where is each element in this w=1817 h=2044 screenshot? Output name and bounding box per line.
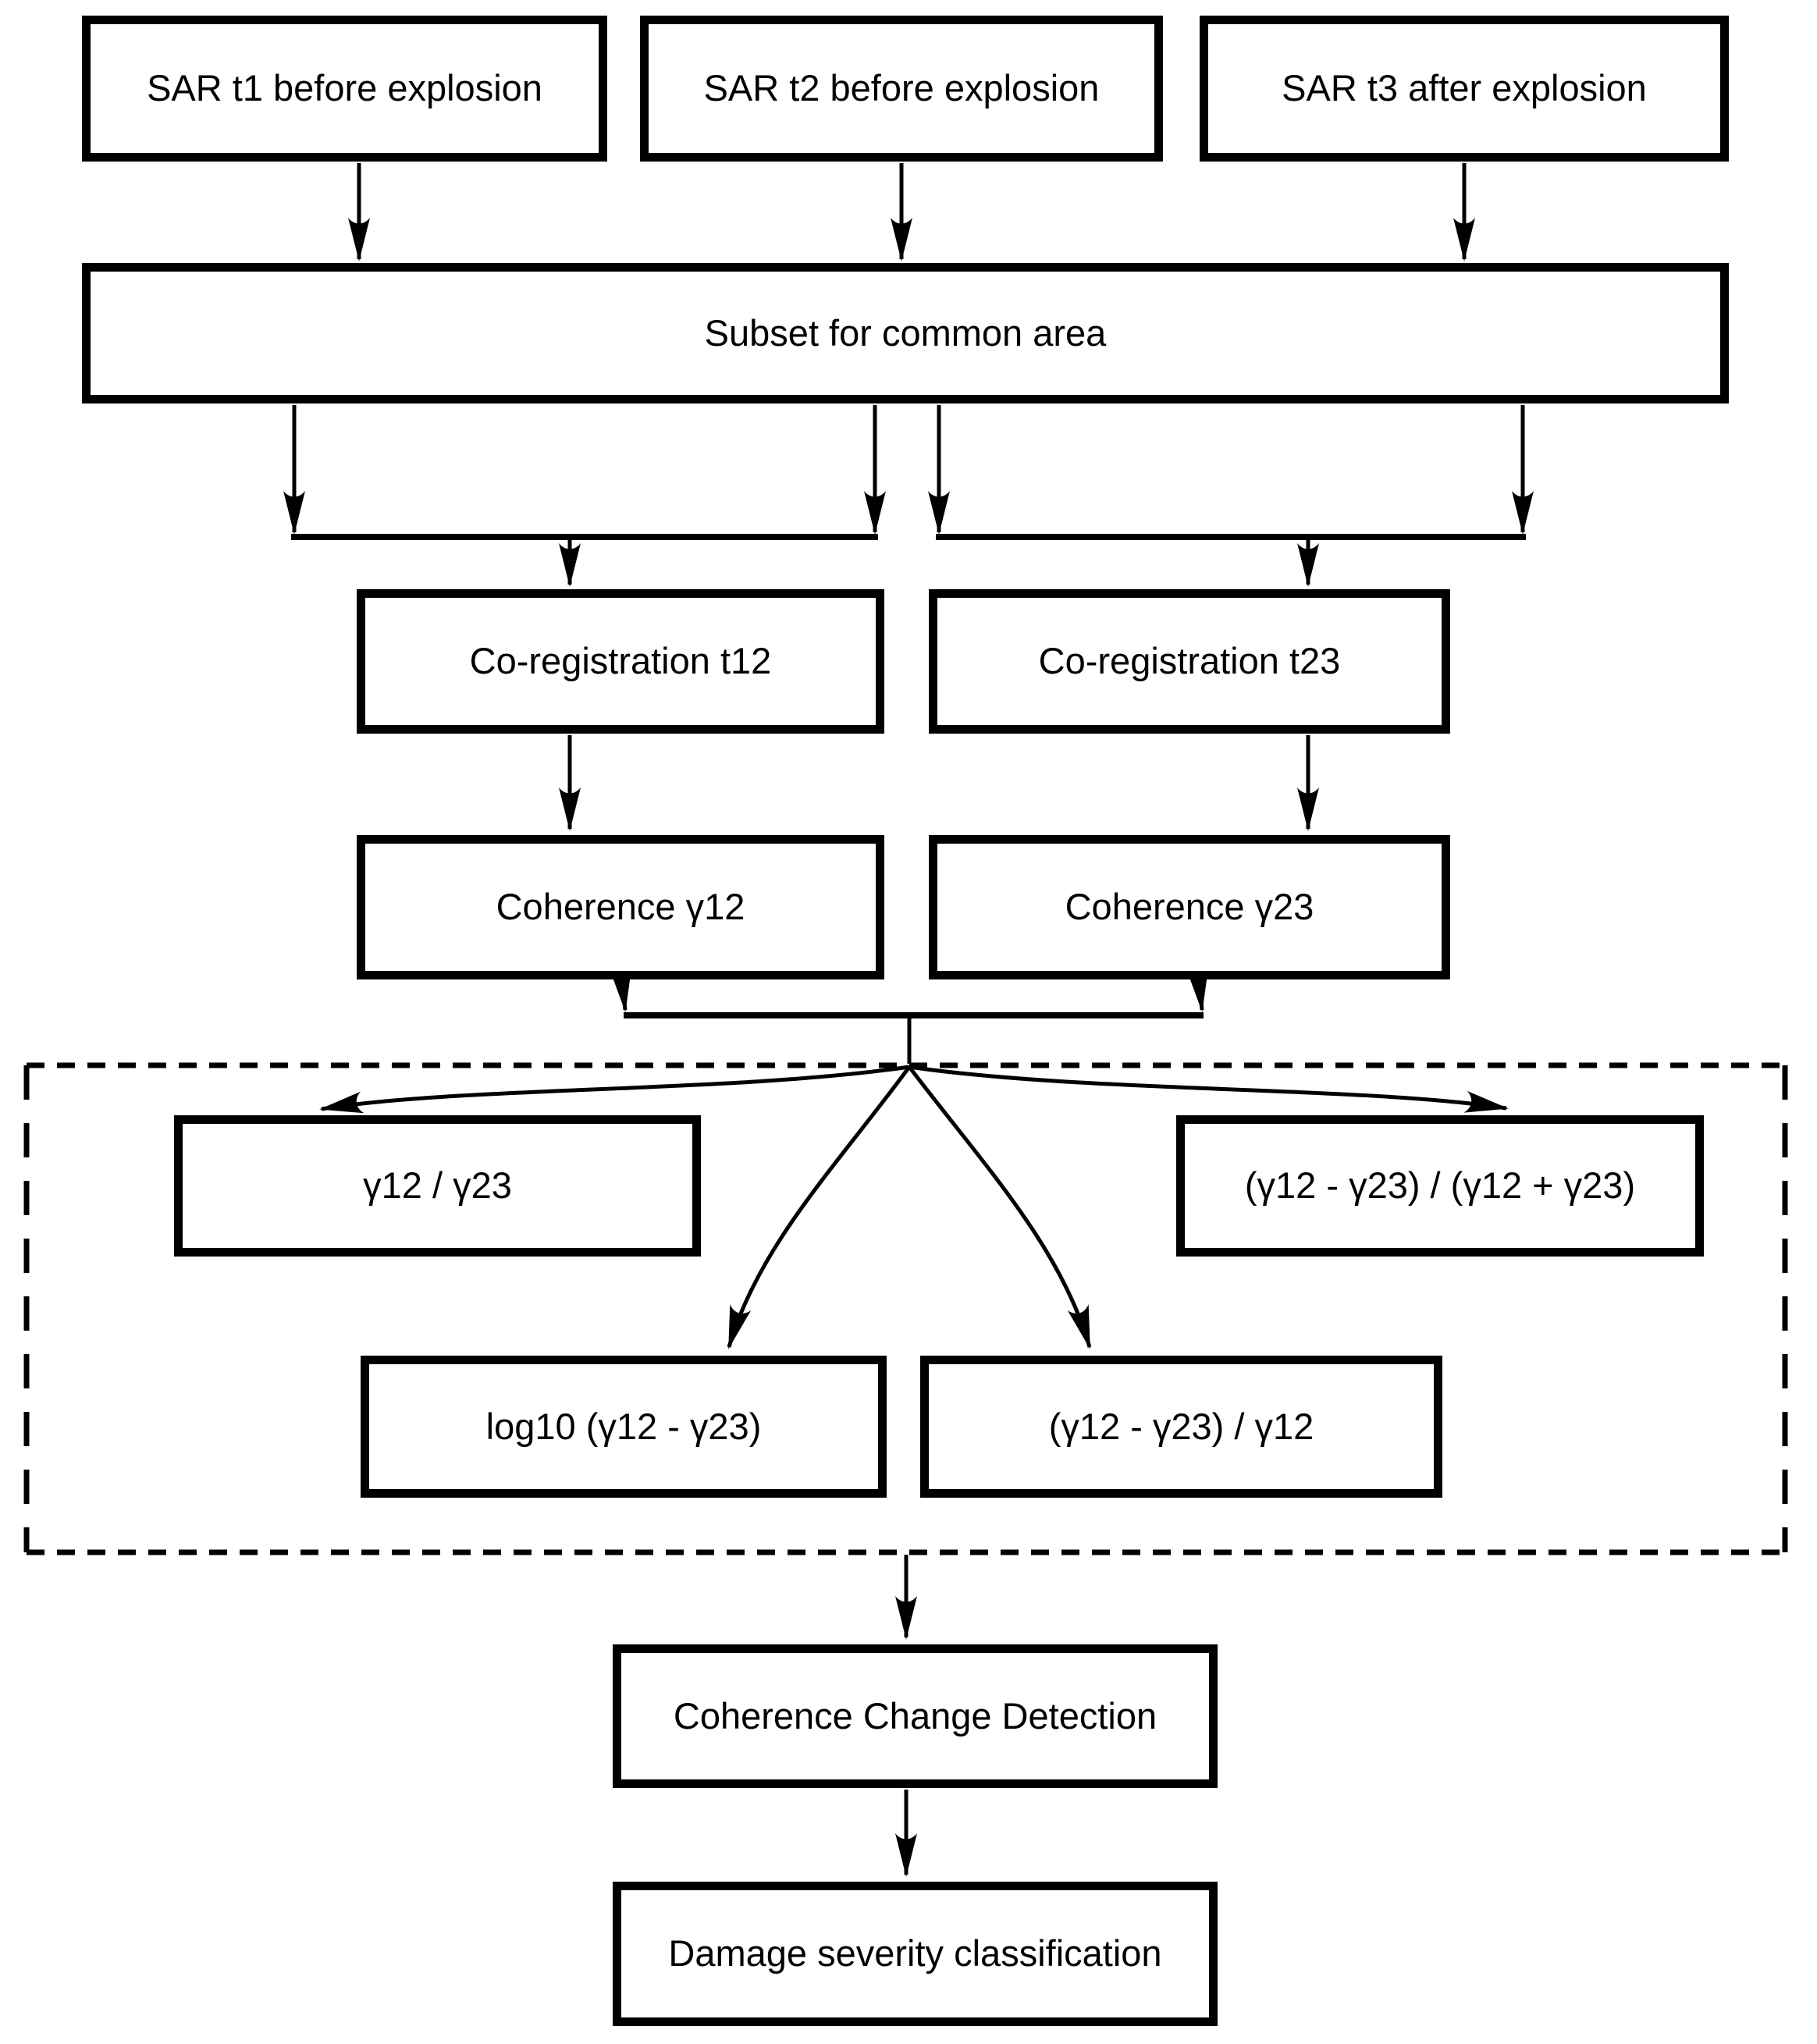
node-sar-t1-before-explosion: SAR t1 before explosion [82, 16, 607, 162]
node-sar-t3-after-explosion: SAR t3 after explosion [1200, 16, 1729, 162]
node-label: Damage severity classification [668, 1932, 1162, 1975]
node-sar-t2-before-explosion: SAR t2 before explosion [640, 16, 1163, 162]
node-label: γ12 / γ23 [363, 1164, 512, 1207]
arrow-fan-to-ratio [319, 1065, 910, 1114]
arrow-fan-to-log-diff [727, 1065, 912, 1349]
node-label: Coherence γ12 [496, 886, 745, 928]
node-coregistration-t12: Co-registration t12 [357, 589, 884, 734]
node-label: Subset for common area [704, 311, 1107, 354]
node-label: Co-registration t23 [1038, 640, 1341, 682]
node-index-ratio: γ12 / γ23 [174, 1115, 701, 1257]
node-label: Coherence Change Detection [673, 1694, 1157, 1737]
node-label: log10 (γ12 - γ23) [485, 1405, 762, 1447]
node-coregistration-t23: Co-registration t23 [929, 589, 1450, 734]
node-index-relative-difference: (γ12 - γ23) / γ12 [920, 1356, 1442, 1498]
node-label: (γ12 - γ23) / γ12 [1048, 1405, 1314, 1447]
node-label: SAR t1 before explosion [147, 67, 542, 109]
dashed-group-indices [23, 1062, 1788, 1555]
arrow-coherence-g12-merge [610, 967, 632, 1012]
node-subset-common-area: Subset for common area [82, 263, 1729, 403]
node-damage-severity-classification: Damage severity classification [613, 1882, 1218, 2026]
node-coherence-gamma12: Coherence γ12 [357, 835, 884, 979]
arrow-coherence-g23-merge [1186, 967, 1209, 1012]
node-label: SAR t2 before explosion [703, 67, 1100, 109]
arrow-fan-to-rel-diff [908, 1065, 1092, 1349]
node-coherence-gamma23: Coherence γ23 [929, 835, 1450, 979]
node-label: SAR t3 after explosion [1282, 67, 1647, 109]
node-label: Co-registration t12 [469, 640, 772, 682]
node-label: Coherence γ23 [1065, 886, 1314, 928]
arrow-fan-to-norm-diff [908, 1065, 1509, 1113]
node-index-normalized-difference: (γ12 - γ23) / (γ12 + γ23) [1176, 1115, 1704, 1257]
node-index-log-difference: log10 (γ12 - γ23) [361, 1356, 887, 1498]
node-coherence-change-detection: Coherence Change Detection [613, 1644, 1218, 1788]
node-label: (γ12 - γ23) / (γ12 + γ23) [1244, 1164, 1636, 1207]
